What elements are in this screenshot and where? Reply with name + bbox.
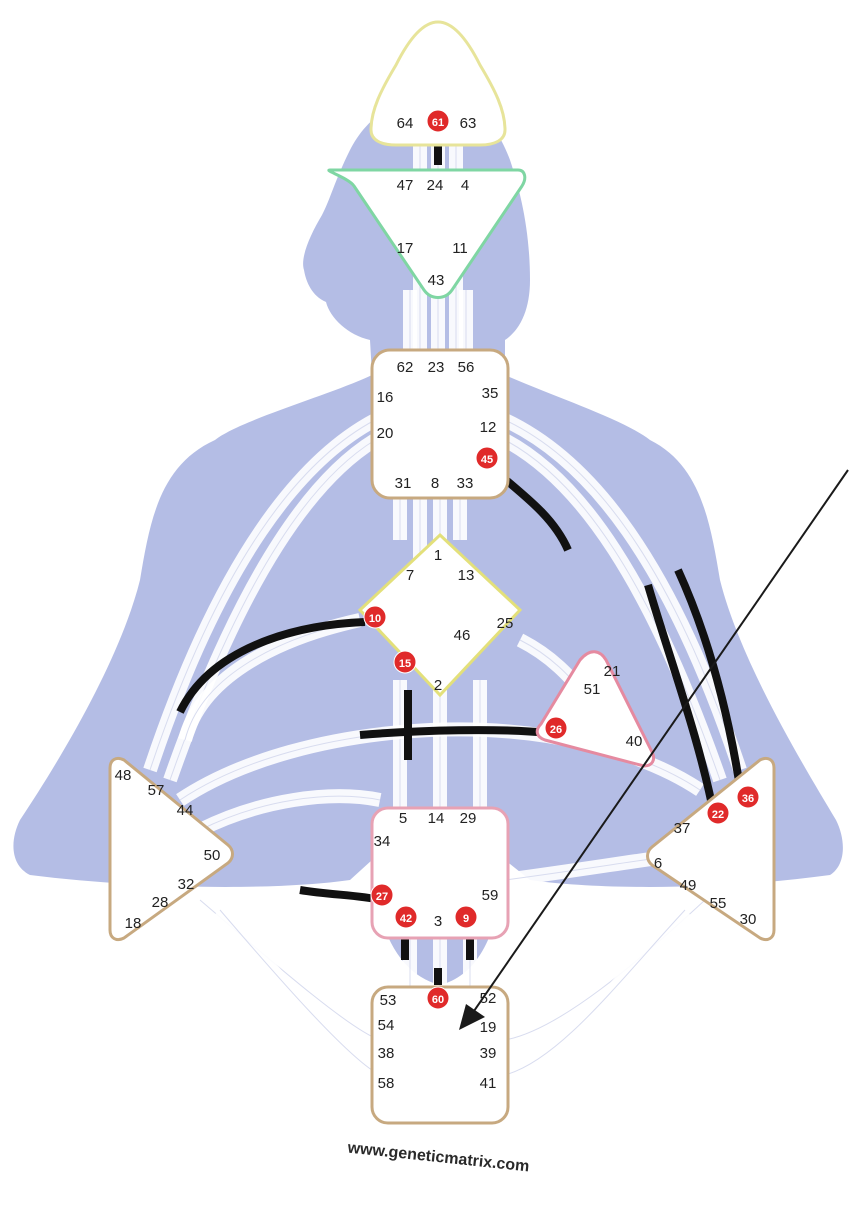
gate-42: 42 <box>400 913 412 925</box>
ajna-center <box>327 168 527 299</box>
gate-2: 2 <box>434 677 442 694</box>
gate-8: 8 <box>431 475 439 492</box>
channel-lane-line-23 <box>219 909 381 1076</box>
gate-43: 43 <box>428 272 445 289</box>
gate-activation-61 <box>426 109 450 133</box>
throat-center <box>370 348 510 500</box>
gate-39: 39 <box>480 1045 497 1062</box>
gate-61: 61 <box>432 117 444 129</box>
gate-17: 17 <box>397 240 414 257</box>
gate-activation-45 <box>475 446 499 470</box>
gate-activation-60 <box>426 986 450 1010</box>
channel-lane-line-20 <box>199 795 381 831</box>
channel-lane-23 <box>214 905 384 1082</box>
gate-54: 54 <box>378 1017 395 1034</box>
gate-14: 14 <box>428 810 445 827</box>
active-channel-3 <box>359 726 549 739</box>
gate-49: 49 <box>680 877 697 894</box>
gate-6: 6 <box>654 855 662 872</box>
active-channel-10 <box>674 568 746 801</box>
gate-46: 46 <box>454 627 471 644</box>
gate-4: 4 <box>461 177 469 194</box>
gate-activation-15 <box>393 650 417 674</box>
gate-53: 53 <box>380 992 397 1009</box>
gate-activation-26 <box>544 716 568 740</box>
gate-26: 26 <box>550 724 562 736</box>
gate-7: 7 <box>406 567 414 584</box>
gate-38: 38 <box>378 1045 395 1062</box>
gate-23: 23 <box>428 359 445 376</box>
gate-47: 47 <box>397 177 414 194</box>
gate-11: 11 <box>452 240 468 257</box>
gate-activation-10 <box>363 605 387 629</box>
gate-52: 52 <box>480 990 497 1007</box>
head-center <box>369 20 507 147</box>
gate-activation-22 <box>706 801 730 825</box>
gate-activation-9 <box>454 905 478 929</box>
gate-56: 56 <box>458 359 475 376</box>
gate-18: 18 <box>125 915 142 932</box>
gate-58: 58 <box>378 1075 395 1092</box>
channel-lane-line-18 <box>504 439 721 781</box>
gate-27: 27 <box>376 891 388 903</box>
gate-activation-27 <box>370 883 394 907</box>
gate-60: 60 <box>432 994 444 1006</box>
watermark-text: www.geneticmatrix.com <box>346 1139 530 1175</box>
channel-lane-line-17 <box>504 419 741 771</box>
gate-13: 13 <box>458 567 475 584</box>
gate-45: 45 <box>481 454 493 466</box>
gate-activation-42 <box>394 905 418 929</box>
gate-41: 41 <box>480 1075 497 1092</box>
spleen-center <box>108 756 234 942</box>
g-center <box>357 532 523 698</box>
active-channel-1 <box>497 471 572 552</box>
active-channel-9 <box>644 583 719 821</box>
gate-51: 51 <box>584 681 601 698</box>
gate-9: 9 <box>463 913 469 925</box>
channel-lane-line-25 <box>504 909 686 1076</box>
gate-59: 59 <box>482 887 499 904</box>
gate-44: 44 <box>177 802 194 819</box>
heart-center <box>535 650 656 768</box>
gate-19: 19 <box>480 1019 497 1036</box>
gate-32: 32 <box>178 876 195 893</box>
gate-35: 35 <box>482 385 499 402</box>
pointer-arrow <box>459 469 849 1030</box>
gate-25: 25 <box>497 615 514 632</box>
gate-21: 21 <box>604 663 621 680</box>
gate-34: 34 <box>374 833 391 850</box>
gate-55: 55 <box>710 895 727 912</box>
active-channel-2 <box>176 618 366 714</box>
gate-33: 33 <box>457 475 474 492</box>
gate-37: 37 <box>674 820 691 837</box>
gate-36: 36 <box>742 793 754 805</box>
gate-29: 29 <box>460 810 477 827</box>
gate-57: 57 <box>148 782 165 799</box>
gate-20: 20 <box>377 425 394 442</box>
gate-5: 5 <box>399 810 407 827</box>
gate-22: 22 <box>712 809 724 821</box>
channel-lane-line-15 <box>149 419 376 771</box>
gate-16: 16 <box>377 389 394 406</box>
gate-63: 63 <box>460 115 477 132</box>
gate-10: 10 <box>369 613 381 625</box>
gate-40: 40 <box>626 733 643 750</box>
gate-31: 31 <box>395 475 412 492</box>
gate-12: 12 <box>480 419 497 436</box>
gate-15: 15 <box>399 658 411 670</box>
active-channel-5 <box>299 886 381 904</box>
gate-50: 50 <box>204 847 221 864</box>
gate-24: 24 <box>427 177 444 194</box>
gate-62: 62 <box>397 359 414 376</box>
gate-48: 48 <box>115 767 132 784</box>
gate-1: 1 <box>434 547 442 564</box>
active-channels <box>176 142 746 985</box>
gate-30: 30 <box>740 911 757 928</box>
gate-28: 28 <box>152 894 169 911</box>
gate-3: 3 <box>434 913 442 930</box>
gate-64: 64 <box>397 115 414 132</box>
gate-activation-36 <box>736 785 760 809</box>
